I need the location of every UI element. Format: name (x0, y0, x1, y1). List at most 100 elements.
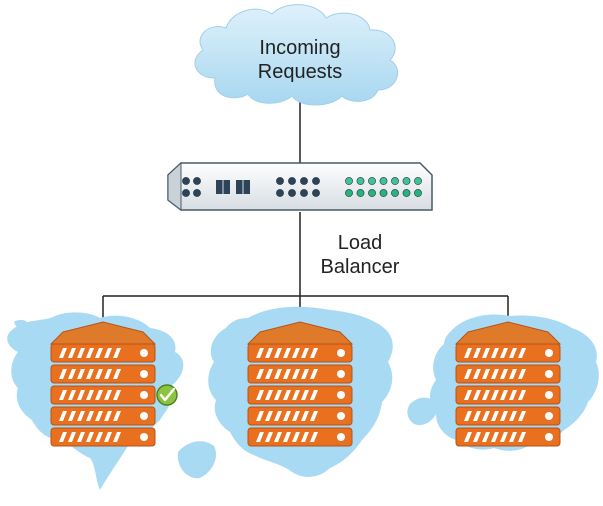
server-vent-stripe (265, 348, 273, 358)
server-power-light (545, 370, 553, 378)
servers (49, 321, 562, 447)
server-unit (50, 385, 156, 405)
server-power-light (545, 433, 553, 441)
server-vent-stripe (301, 411, 309, 421)
server-unit (455, 343, 561, 363)
server-vent-stripe (113, 432, 121, 442)
lb-port-dot (300, 177, 308, 185)
server-power-light (337, 349, 345, 357)
lb-status-led (391, 177, 399, 185)
server-vent-stripe (482, 432, 490, 442)
server-vent-stripe (509, 369, 517, 379)
server-vent-stripe (500, 432, 508, 442)
server-vent-stripe (310, 432, 318, 442)
server-vent-stripe (265, 411, 273, 421)
server-vent-stripe (274, 369, 282, 379)
server-vent-stripe (500, 411, 508, 421)
server-vent-stripe (95, 432, 103, 442)
lb-status-led (356, 189, 365, 197)
server-vent-stripe (274, 348, 282, 358)
load-balancer-label: Load Balancer (300, 231, 420, 279)
server-power-light (337, 391, 345, 399)
server-vent-stripe (104, 432, 112, 442)
server-top (246, 321, 354, 345)
server-vent-stripe (464, 348, 472, 358)
lb-port-dot (276, 189, 284, 197)
server-vent-stripe (86, 411, 94, 421)
server-power-light (545, 391, 553, 399)
server-vent-stripe (518, 369, 526, 379)
lb-status-led (345, 177, 353, 185)
lb-status-led (402, 189, 411, 197)
server-vent-stripe (482, 411, 490, 421)
server-unit (247, 427, 353, 447)
map-center-west (177, 441, 217, 479)
server-vent-stripe (509, 432, 517, 442)
server-vent-stripe (77, 348, 85, 358)
server-vent-stripe (283, 432, 291, 442)
server-vent-stripe (491, 432, 499, 442)
server-unit (455, 385, 561, 405)
server-unit (455, 427, 561, 447)
server-vent-stripe (59, 348, 67, 358)
server-power-light (140, 433, 148, 441)
server-vent-stripe (500, 369, 508, 379)
server-vent-stripe (473, 348, 481, 358)
server-vent-stripe (283, 390, 291, 400)
lb-port-dot (182, 189, 190, 197)
lb-status-led (391, 189, 399, 197)
map-right-west (407, 397, 438, 426)
server-vent-stripe (301, 348, 309, 358)
lb-status-led (345, 189, 353, 197)
server-vent-stripe (473, 369, 481, 379)
server-vent-stripe (274, 411, 282, 421)
server-vent-stripe (68, 390, 76, 400)
server-vent-stripe (301, 390, 309, 400)
server-vent-stripe (86, 432, 94, 442)
server-unit (50, 343, 156, 363)
server-power-light (140, 412, 148, 420)
server-vent-stripe (265, 432, 273, 442)
server-vent-stripe (68, 411, 76, 421)
server-vent-stripe (95, 411, 103, 421)
server-unit (247, 364, 353, 384)
server-vent-stripe (482, 348, 490, 358)
lb-status-led (379, 189, 388, 197)
server-vent-stripe (283, 348, 291, 358)
server-vent-stripe (274, 390, 282, 400)
server-vent-stripe (256, 432, 264, 442)
server-unit (455, 406, 561, 426)
server-vent-stripe (95, 390, 103, 400)
lb-status-led (368, 189, 376, 197)
lb-port-dot (312, 177, 320, 185)
server-unit (247, 385, 353, 405)
server-power-light (545, 412, 553, 420)
server-right (454, 321, 562, 447)
server-vent-stripe (500, 348, 508, 358)
server-power-light (545, 349, 553, 357)
lb-ports (182, 177, 422, 197)
load-balancer-label-line1: Load (337, 232, 383, 254)
server-unit (50, 427, 156, 447)
cloud-label: Incoming Requests (220, 36, 380, 84)
server-vent-stripe (518, 411, 526, 421)
server-vent-stripe (310, 369, 318, 379)
server-vent-stripe (95, 369, 103, 379)
lb-port-dot (182, 177, 190, 185)
server-vent-stripe (59, 369, 67, 379)
server-vent-stripe (104, 348, 112, 358)
server-left (49, 321, 178, 447)
server-unit (455, 364, 561, 384)
lb-status-led (356, 177, 365, 185)
lb-status-led (414, 189, 422, 197)
server-vent-stripe (310, 411, 318, 421)
server-vent-stripe (301, 432, 309, 442)
server-vent-stripe (464, 432, 472, 442)
server-vent-stripe (256, 369, 264, 379)
server-vent-stripe (59, 432, 67, 442)
server-vent-stripe (473, 432, 481, 442)
server-vent-stripe (104, 390, 112, 400)
lb-port-dot (193, 189, 201, 197)
cloud-shape (194, 4, 399, 106)
